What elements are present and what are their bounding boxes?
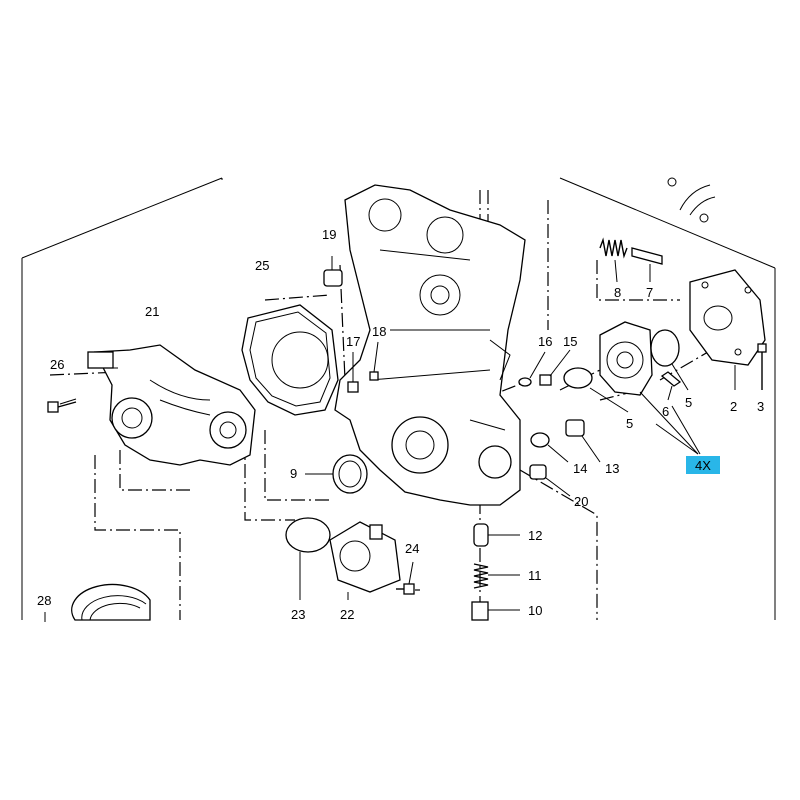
label-24: 24 (405, 541, 419, 556)
plug-13 (565, 419, 601, 463)
label-28: 28 (37, 593, 51, 608)
label-26: 26 (50, 357, 64, 372)
bolt-26 (47, 398, 77, 413)
bolt-3 (757, 343, 767, 390)
oring-14 (530, 432, 569, 463)
bolt-24 (396, 561, 415, 595)
label-17: 17 (346, 334, 360, 349)
ring-23 (285, 517, 331, 600)
label-2: 2 (730, 399, 737, 414)
seal-9 (305, 454, 368, 494)
dowel-6 (660, 371, 682, 401)
plug-10 (471, 601, 520, 621)
label-21: 21 (145, 304, 159, 319)
label-13: 13 (605, 461, 619, 476)
label-19: 19 (322, 227, 336, 242)
qty-highlight-box (686, 456, 720, 474)
pulley-28 (44, 583, 151, 622)
label-6: 6 (662, 404, 669, 419)
piston-12 (473, 523, 520, 547)
spring-11 (473, 563, 520, 589)
washer-16 (518, 351, 546, 387)
label-12: 12 (528, 528, 542, 543)
oring-5-lower (563, 367, 629, 413)
label-9: 9 (290, 466, 297, 481)
pump-cover-2 (689, 269, 766, 390)
gasket-25 (241, 304, 339, 416)
plug-19 (323, 256, 343, 287)
label-16: 16 (538, 334, 552, 349)
pin-7 (631, 247, 663, 282)
qty-leaders (639, 391, 701, 455)
label-10: 10 (528, 603, 542, 618)
nut-15 (539, 349, 571, 386)
callout-labels: 2 3 5 5 6 7 8 9 10 11 12 13 14 15 16 17 … (37, 227, 764, 622)
label-23: 23 (291, 607, 305, 622)
label-15: 15 (563, 334, 577, 349)
label-14: 14 (573, 461, 587, 476)
clip-18 (369, 341, 379, 381)
partial-part-top-right (667, 177, 716, 223)
water-pump-housing-21 (87, 344, 256, 466)
thermostat-housing-22 (329, 521, 401, 600)
label-5-upper: 5 (685, 395, 692, 410)
oil-pump-rotor (599, 321, 653, 396)
label-18: 18 (372, 324, 386, 339)
timing-cover (334, 184, 526, 506)
label-3: 3 (757, 399, 764, 414)
label-25: 25 (255, 258, 269, 273)
frame-outline (21, 177, 776, 620)
spring-8 (599, 237, 628, 283)
bolt-17 (347, 352, 359, 393)
label-20: 20 (574, 494, 588, 509)
label-11: 11 (528, 568, 542, 583)
plug-20 (529, 464, 571, 497)
label-22: 22 (340, 607, 354, 622)
oring-5-upper (650, 329, 689, 391)
label-qty-4x: 4X (695, 458, 711, 473)
label-8: 8 (614, 285, 621, 300)
label-7: 7 (646, 285, 653, 300)
label-5-lower: 5 (626, 416, 633, 431)
